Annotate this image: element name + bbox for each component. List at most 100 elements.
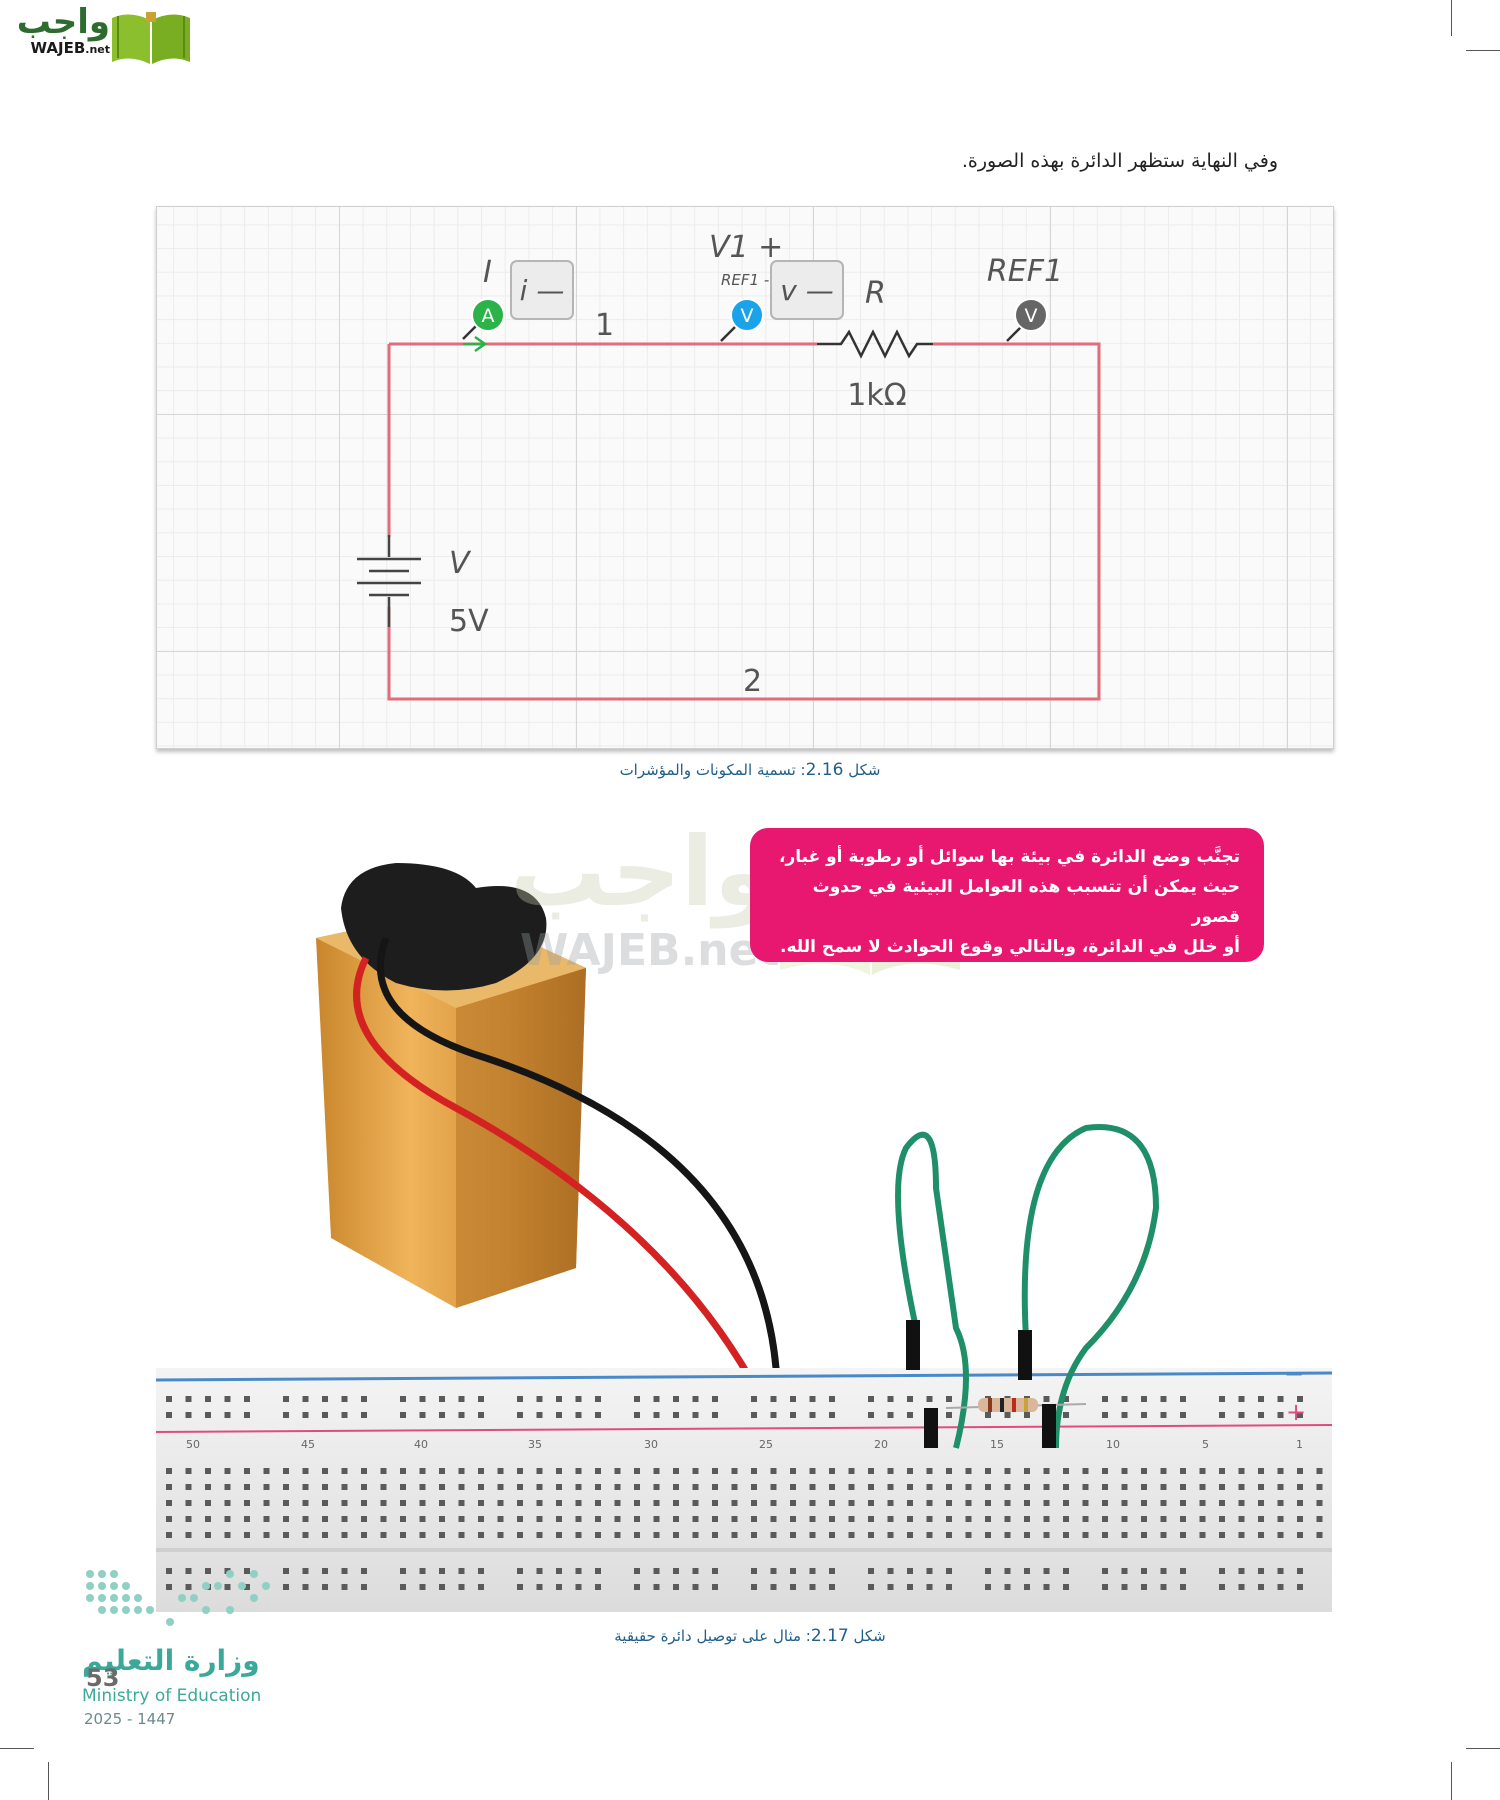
breadboard-hole (283, 1468, 289, 1474)
breadboard-hole (1043, 1396, 1050, 1402)
breadboard-hole (1180, 1584, 1186, 1590)
jumper-head (906, 1320, 920, 1370)
voltmeter-display[interactable] (770, 260, 844, 320)
breadboard-hole (341, 1584, 348, 1590)
breadboard-hole (361, 1516, 367, 1522)
breadboard-hole (985, 1568, 991, 1574)
breadboard-hole (1238, 1500, 1245, 1506)
breadboard-hole (965, 1484, 972, 1490)
breadboard-hole (517, 1412, 523, 1418)
breadboard-hole (1121, 1396, 1128, 1402)
breadboard-hole (887, 1412, 894, 1418)
breadboard-hole (731, 1516, 738, 1522)
breadboard-hole (1316, 1532, 1323, 1538)
green-jumper-wire (895, 1131, 969, 1449)
breadboard-hole (419, 1412, 426, 1418)
breadboard-hole (829, 1412, 835, 1418)
breadboard-hole (712, 1500, 718, 1506)
breadboard-hole (283, 1584, 289, 1590)
breadboard-hole (868, 1568, 874, 1574)
ref1-minus-label: REF1 - (721, 271, 769, 289)
breadboard-hole (770, 1532, 777, 1538)
breadboard-hole (1082, 1516, 1089, 1522)
jumper-head (1018, 1330, 1032, 1380)
ammeter-display[interactable] (510, 260, 574, 320)
breadboard-hole (1063, 1500, 1069, 1506)
ref1-label: REF1 (987, 254, 1063, 289)
column-number: 30 (644, 1438, 658, 1451)
breadboard-hole (673, 1516, 679, 1522)
breadboard-hole (1121, 1412, 1128, 1418)
breadboard-hole (1219, 1500, 1225, 1506)
breadboard-hole (322, 1516, 328, 1522)
breadboard-hole (868, 1516, 874, 1522)
breadboard-hole (907, 1396, 913, 1402)
breadboard-hole (224, 1516, 231, 1522)
breadboard-hole (1121, 1484, 1128, 1490)
breadboard-hole (653, 1532, 660, 1538)
voltmeter-node[interactable] (730, 298, 764, 332)
breadboard-hole (770, 1584, 777, 1590)
breadboard-hole (575, 1484, 582, 1490)
breadboard-hole (1121, 1516, 1128, 1522)
breadboard-hole (1063, 1584, 1069, 1590)
breadboard-hole (887, 1396, 894, 1402)
breadboard-hole (692, 1500, 699, 1506)
breadboard-hole (790, 1484, 796, 1490)
breadboard-hole (985, 1468, 991, 1474)
breadboard-hole (985, 1412, 991, 1418)
breadboard-hole (400, 1484, 406, 1490)
caption-number: 2.16 (805, 760, 844, 780)
breadboard-hole (868, 1532, 874, 1538)
ref1-node[interactable] (1014, 298, 1048, 332)
breadboard-hole (1297, 1412, 1303, 1418)
breadboard-hole (400, 1516, 406, 1522)
breadboard-hole (458, 1584, 465, 1590)
breadboard-hole (185, 1396, 192, 1402)
caption-prefix: شكل (853, 1627, 886, 1645)
breadboard-hole (322, 1500, 328, 1506)
breadboard-hole (1199, 1500, 1206, 1506)
breadboard-hole (166, 1532, 172, 1538)
svg-text:WAJEB.net: WAJEB.net (520, 925, 780, 976)
breadboard-hole (887, 1500, 894, 1506)
breadboard-hole (1277, 1396, 1284, 1402)
breadboard-hole (419, 1516, 426, 1522)
breadboard-hole (1277, 1412, 1284, 1418)
breadboard-hole (1238, 1468, 1245, 1474)
breadboard-hole (244, 1396, 250, 1402)
breadboard-hole (1082, 1468, 1089, 1474)
battery-label: V (449, 546, 472, 581)
breadboard-hole (205, 1412, 211, 1418)
breadboard-hole (1024, 1484, 1030, 1490)
resistor-component (945, 1398, 1087, 1412)
breadboard-hole (770, 1484, 777, 1490)
wajeb-logo[interactable]: واجب WAJEB.net (8, 4, 198, 68)
breadboard-hole (419, 1568, 426, 1574)
breadboard-hole (809, 1584, 816, 1590)
breadboard-hole (731, 1500, 738, 1506)
ammeter-node[interactable] (471, 298, 505, 332)
resistor-symbol[interactable] (817, 329, 933, 359)
breadboard-hole (1082, 1500, 1089, 1506)
breadboard-hole (926, 1584, 933, 1590)
breadboard-hole (1160, 1532, 1167, 1538)
breadboard-hole (263, 1532, 270, 1538)
breadboard-hole (536, 1396, 543, 1402)
logo-text: واجب WAJEB.net (10, 4, 110, 58)
breadboard-hole (166, 1500, 172, 1506)
breadboard-hole (712, 1468, 718, 1474)
battery-symbol[interactable] (357, 535, 421, 627)
breadboard-hole (1199, 1468, 1206, 1474)
breadboard-hole (653, 1396, 660, 1402)
breadboard-hole (985, 1484, 991, 1490)
breadboard-hole (829, 1484, 835, 1490)
breadboard-hole (868, 1396, 874, 1402)
breadboard-hole (1043, 1532, 1050, 1538)
circuit-diagram[interactable]: i — I A 1 V1 + REF1 - v — V R 1kΩ REF1 V… (156, 206, 1334, 749)
breadboard-hole (1063, 1532, 1069, 1538)
breadboard-hole (595, 1584, 601, 1590)
breadboard-hole (478, 1412, 484, 1418)
breadboard-hole (205, 1484, 211, 1490)
breadboard-hole (283, 1500, 289, 1506)
